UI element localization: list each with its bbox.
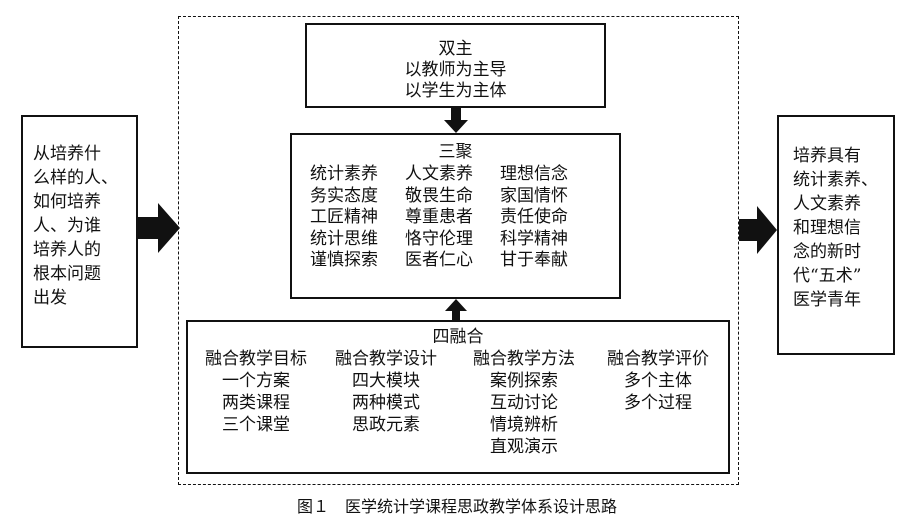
- grid-cell: 科学精神: [500, 228, 568, 249]
- left-box-line: 么样的人、: [33, 168, 118, 188]
- grid-cell: 敬畏生命: [405, 185, 473, 206]
- grid-row: 统计思维 恪守伦理 科学精神: [310, 229, 595, 251]
- grid-cell: 统计思维: [310, 228, 378, 249]
- bottom-col-item: 思政元素: [352, 415, 420, 435]
- left-box-line: 出发: [33, 288, 67, 308]
- right-box-line: 医学青年: [793, 290, 861, 310]
- left-box-line: 如何培养: [33, 192, 101, 212]
- top-box-shuangzhu: 双主 以教师为主导 以学生为主体: [305, 23, 606, 108]
- arrow-frame-to-right: [739, 206, 777, 254]
- bottom-col-methods: 融合教学方法 案例探索 互动讨论 情境辨析 直观演示: [462, 348, 586, 458]
- middle-box-sanju: 三聚 统计素养 人文素养 理想信念 务实态度 敬畏生命 家国情怀 工匠精神 尊重…: [290, 133, 621, 299]
- bottom-col-item: 多个主体: [624, 371, 692, 391]
- grid-cell: 工匠精神: [310, 207, 378, 227]
- arrow-left-to-frame: [138, 203, 180, 253]
- bottom-col-item: 互动讨论: [490, 393, 558, 413]
- bottom-col-item: 直观演示: [490, 437, 558, 457]
- bottom-col-item: 两类课程: [222, 393, 290, 413]
- bottom-box-title: 四融合: [432, 327, 484, 347]
- grid-cell: 恪守伦理: [405, 228, 473, 249]
- left-box-line: 培养人的: [33, 240, 101, 260]
- grid-cell: 家国情怀: [500, 185, 568, 206]
- grid-cell: 医者仁心: [405, 250, 473, 270]
- grid-cell: 责任使命: [500, 207, 568, 227]
- right-box: 培养具有 统计素养、 人文素养 和理想信 念的新时 代“五术” 医学青年: [777, 115, 895, 355]
- bottom-col-header: 融合教学方法: [473, 349, 575, 369]
- bottom-col-item: 两种模式: [352, 393, 420, 413]
- bottom-col-item: 三个课堂: [222, 415, 290, 435]
- bottom-col-design: 融合教学设计 四大模块 两种模式 思政元素: [324, 348, 448, 436]
- figure-caption: 图１ 医学统计学课程思政教学体系设计思路: [296, 497, 617, 516]
- left-box: 从培养什 么样的人、 如何培养 人、为谁 培养人的 根本问题 出发: [21, 115, 138, 348]
- top-box-line: 以教师为主导: [404, 60, 507, 80]
- bottom-col-item: 情境辨析: [490, 415, 558, 435]
- bottom-box-sironghe: 四融合 融合教学目标 一个方案 两类课程 三个课堂 融合教学设计 四大模块 两种…: [186, 320, 730, 474]
- grid-cell: 人文素养: [405, 164, 473, 184]
- grid-row: 谨慎探索 医者仁心 甘于奉献: [310, 250, 595, 272]
- left-box-line: 人、为谁: [33, 216, 101, 236]
- bottom-col-item: 四大模块: [352, 371, 420, 391]
- top-box-title: 双主: [438, 39, 473, 59]
- grid-row: 务实态度 敬畏生命 家国情怀: [310, 186, 595, 208]
- grid-row: 统计素养 人文素养 理想信念: [310, 164, 595, 186]
- middle-box-title: 三聚: [438, 142, 473, 162]
- grid-cell: 谨慎探索: [310, 250, 378, 270]
- grid-cell: 甘于奉献: [500, 250, 568, 270]
- bottom-col-objectives: 融合教学目标 一个方案 两类课程 三个课堂: [194, 348, 318, 436]
- right-box-line: 和理想信: [793, 218, 861, 238]
- bottom-col-evaluation: 融合教学评价 多个主体 多个过程: [596, 348, 720, 414]
- bottom-col-item: 案例探索: [490, 371, 558, 391]
- right-box-line: 培养具有: [793, 146, 861, 166]
- top-box-line: 以学生为主体: [404, 81, 507, 101]
- grid-cell: 务实态度: [310, 185, 378, 206]
- bottom-col-item: 多个过程: [624, 393, 692, 413]
- right-box-line: 代“五术”: [793, 266, 862, 286]
- right-box-line: 念的新时: [793, 242, 861, 262]
- bottom-col-header: 融合教学评价: [607, 349, 709, 369]
- bottom-col-item: 一个方案: [222, 371, 290, 391]
- bottom-col-header: 融合教学设计: [335, 349, 437, 369]
- grid-cell: 统计素养: [310, 164, 378, 184]
- bottom-col-header: 融合教学目标: [205, 349, 307, 369]
- grid-cell: 理想信念: [500, 164, 568, 184]
- grid-row: 工匠精神 尊重患者 责任使命: [310, 207, 595, 229]
- grid-cell: 尊重患者: [405, 207, 473, 227]
- right-box-line: 统计素养、: [793, 170, 878, 190]
- middle-box-grid: 统计素养 人文素养 理想信念 务实态度 敬畏生命 家国情怀 工匠精神 尊重患者 …: [310, 164, 595, 272]
- left-box-line: 从培养什: [33, 144, 101, 164]
- right-box-line: 人文素养: [793, 194, 861, 214]
- left-box-line: 根本问题: [33, 264, 101, 284]
